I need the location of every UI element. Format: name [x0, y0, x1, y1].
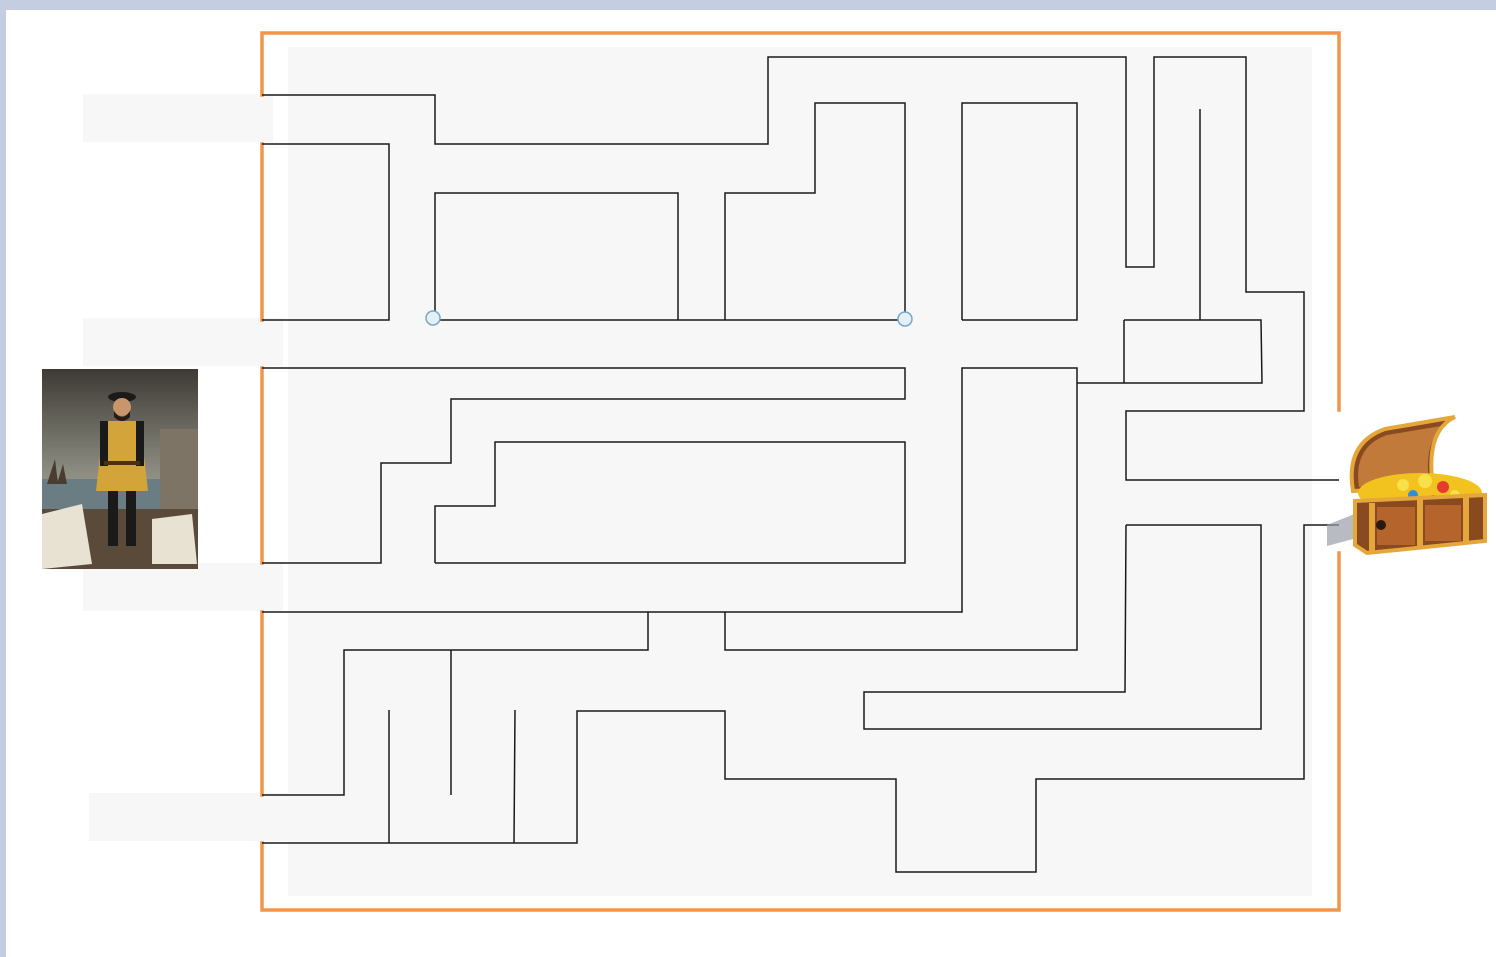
- explorer-portrait-icon: [42, 369, 198, 569]
- line-endpoint-handle-icon[interactable]: [898, 312, 912, 326]
- treasure-chest-icon: [1325, 413, 1490, 558]
- line-endpoint-handle-icon[interactable]: [426, 311, 440, 325]
- maze-floor: [288, 47, 1312, 896]
